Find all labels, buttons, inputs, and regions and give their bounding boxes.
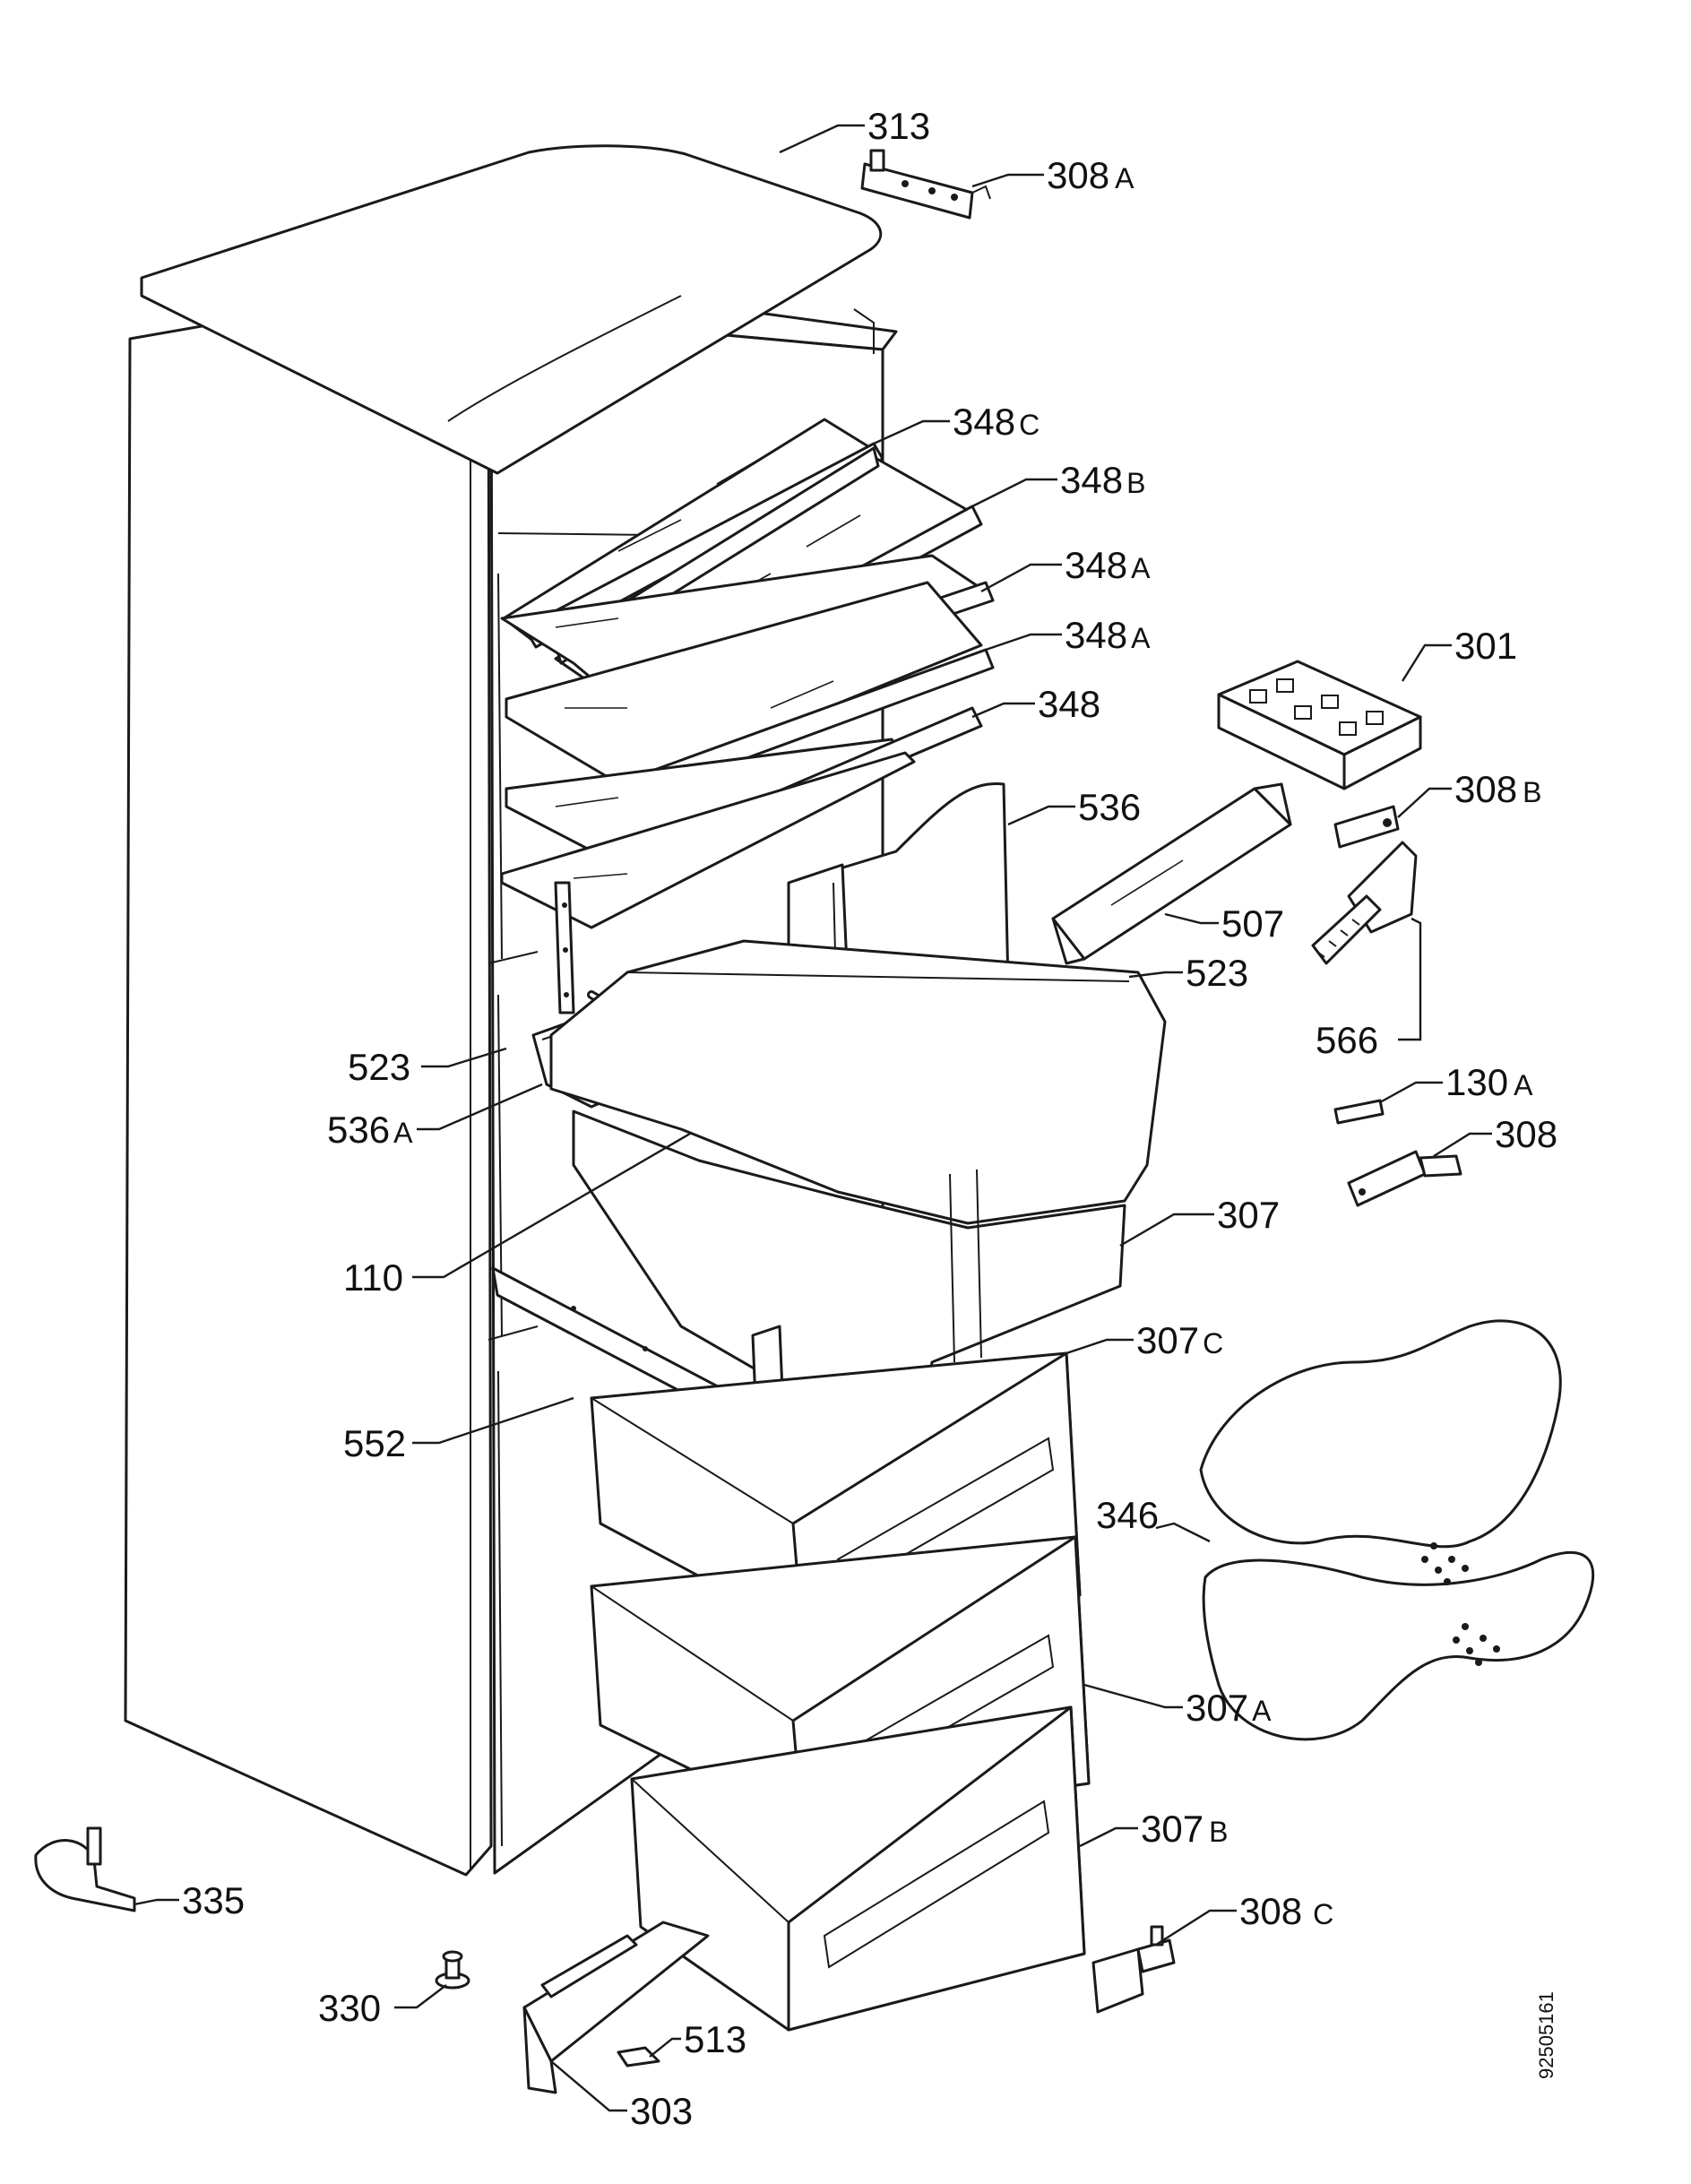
- label-335: 335: [182, 1879, 245, 1921]
- label-301: 301: [1454, 625, 1517, 667]
- ice-scraper-566: [1311, 841, 1418, 965]
- tray-346: [1199, 1319, 1595, 1741]
- label-110: 110: [343, 1256, 403, 1299]
- leader-lines: [134, 124, 1492, 2112]
- support-bracket-523-left: [554, 881, 575, 1014]
- label-513: 513: [684, 2018, 746, 2060]
- hinge-308: [1347, 1150, 1462, 1207]
- shelf-lowest: [500, 751, 916, 929]
- plinth-303: [522, 1921, 710, 2094]
- label-348: 348: [1038, 683, 1100, 725]
- label-536: 536: [1078, 786, 1141, 828]
- part-130a: [1333, 1099, 1385, 1125]
- label-507: 507: [1221, 902, 1284, 945]
- shelf-348c: [502, 418, 884, 649]
- label-523-left: 523: [348, 1046, 410, 1088]
- drawer-307b: [630, 1705, 1086, 2032]
- crisper-box-307: [549, 939, 1167, 1440]
- label-346: 346: [1096, 1494, 1159, 1536]
- label-308: 308: [1495, 1113, 1557, 1155]
- top-cover-313: [140, 144, 883, 475]
- screw-330: [435, 1950, 470, 1990]
- glass-shelves: [500, 418, 995, 929]
- label-330: 330: [318, 1987, 381, 2029]
- ice-tray-301: [1217, 660, 1422, 790]
- label-523-right: 523: [1186, 952, 1248, 994]
- clip-513: [617, 2046, 660, 2067]
- drawing-code: 92505161: [1535, 1991, 1557, 2079]
- foot-335: [34, 1826, 136, 1912]
- label-566: 566: [1316, 1019, 1378, 1061]
- label-313: 313: [867, 105, 930, 147]
- shelf-507: [1051, 782, 1292, 965]
- label-552: 552: [343, 1422, 406, 1464]
- hinge-308b: [1333, 805, 1400, 849]
- label-307: 307: [1217, 1194, 1280, 1236]
- hinge-308a: [860, 149, 991, 220]
- label-303: 303: [630, 2090, 693, 2132]
- hinge-308c: [1091, 1925, 1176, 2014]
